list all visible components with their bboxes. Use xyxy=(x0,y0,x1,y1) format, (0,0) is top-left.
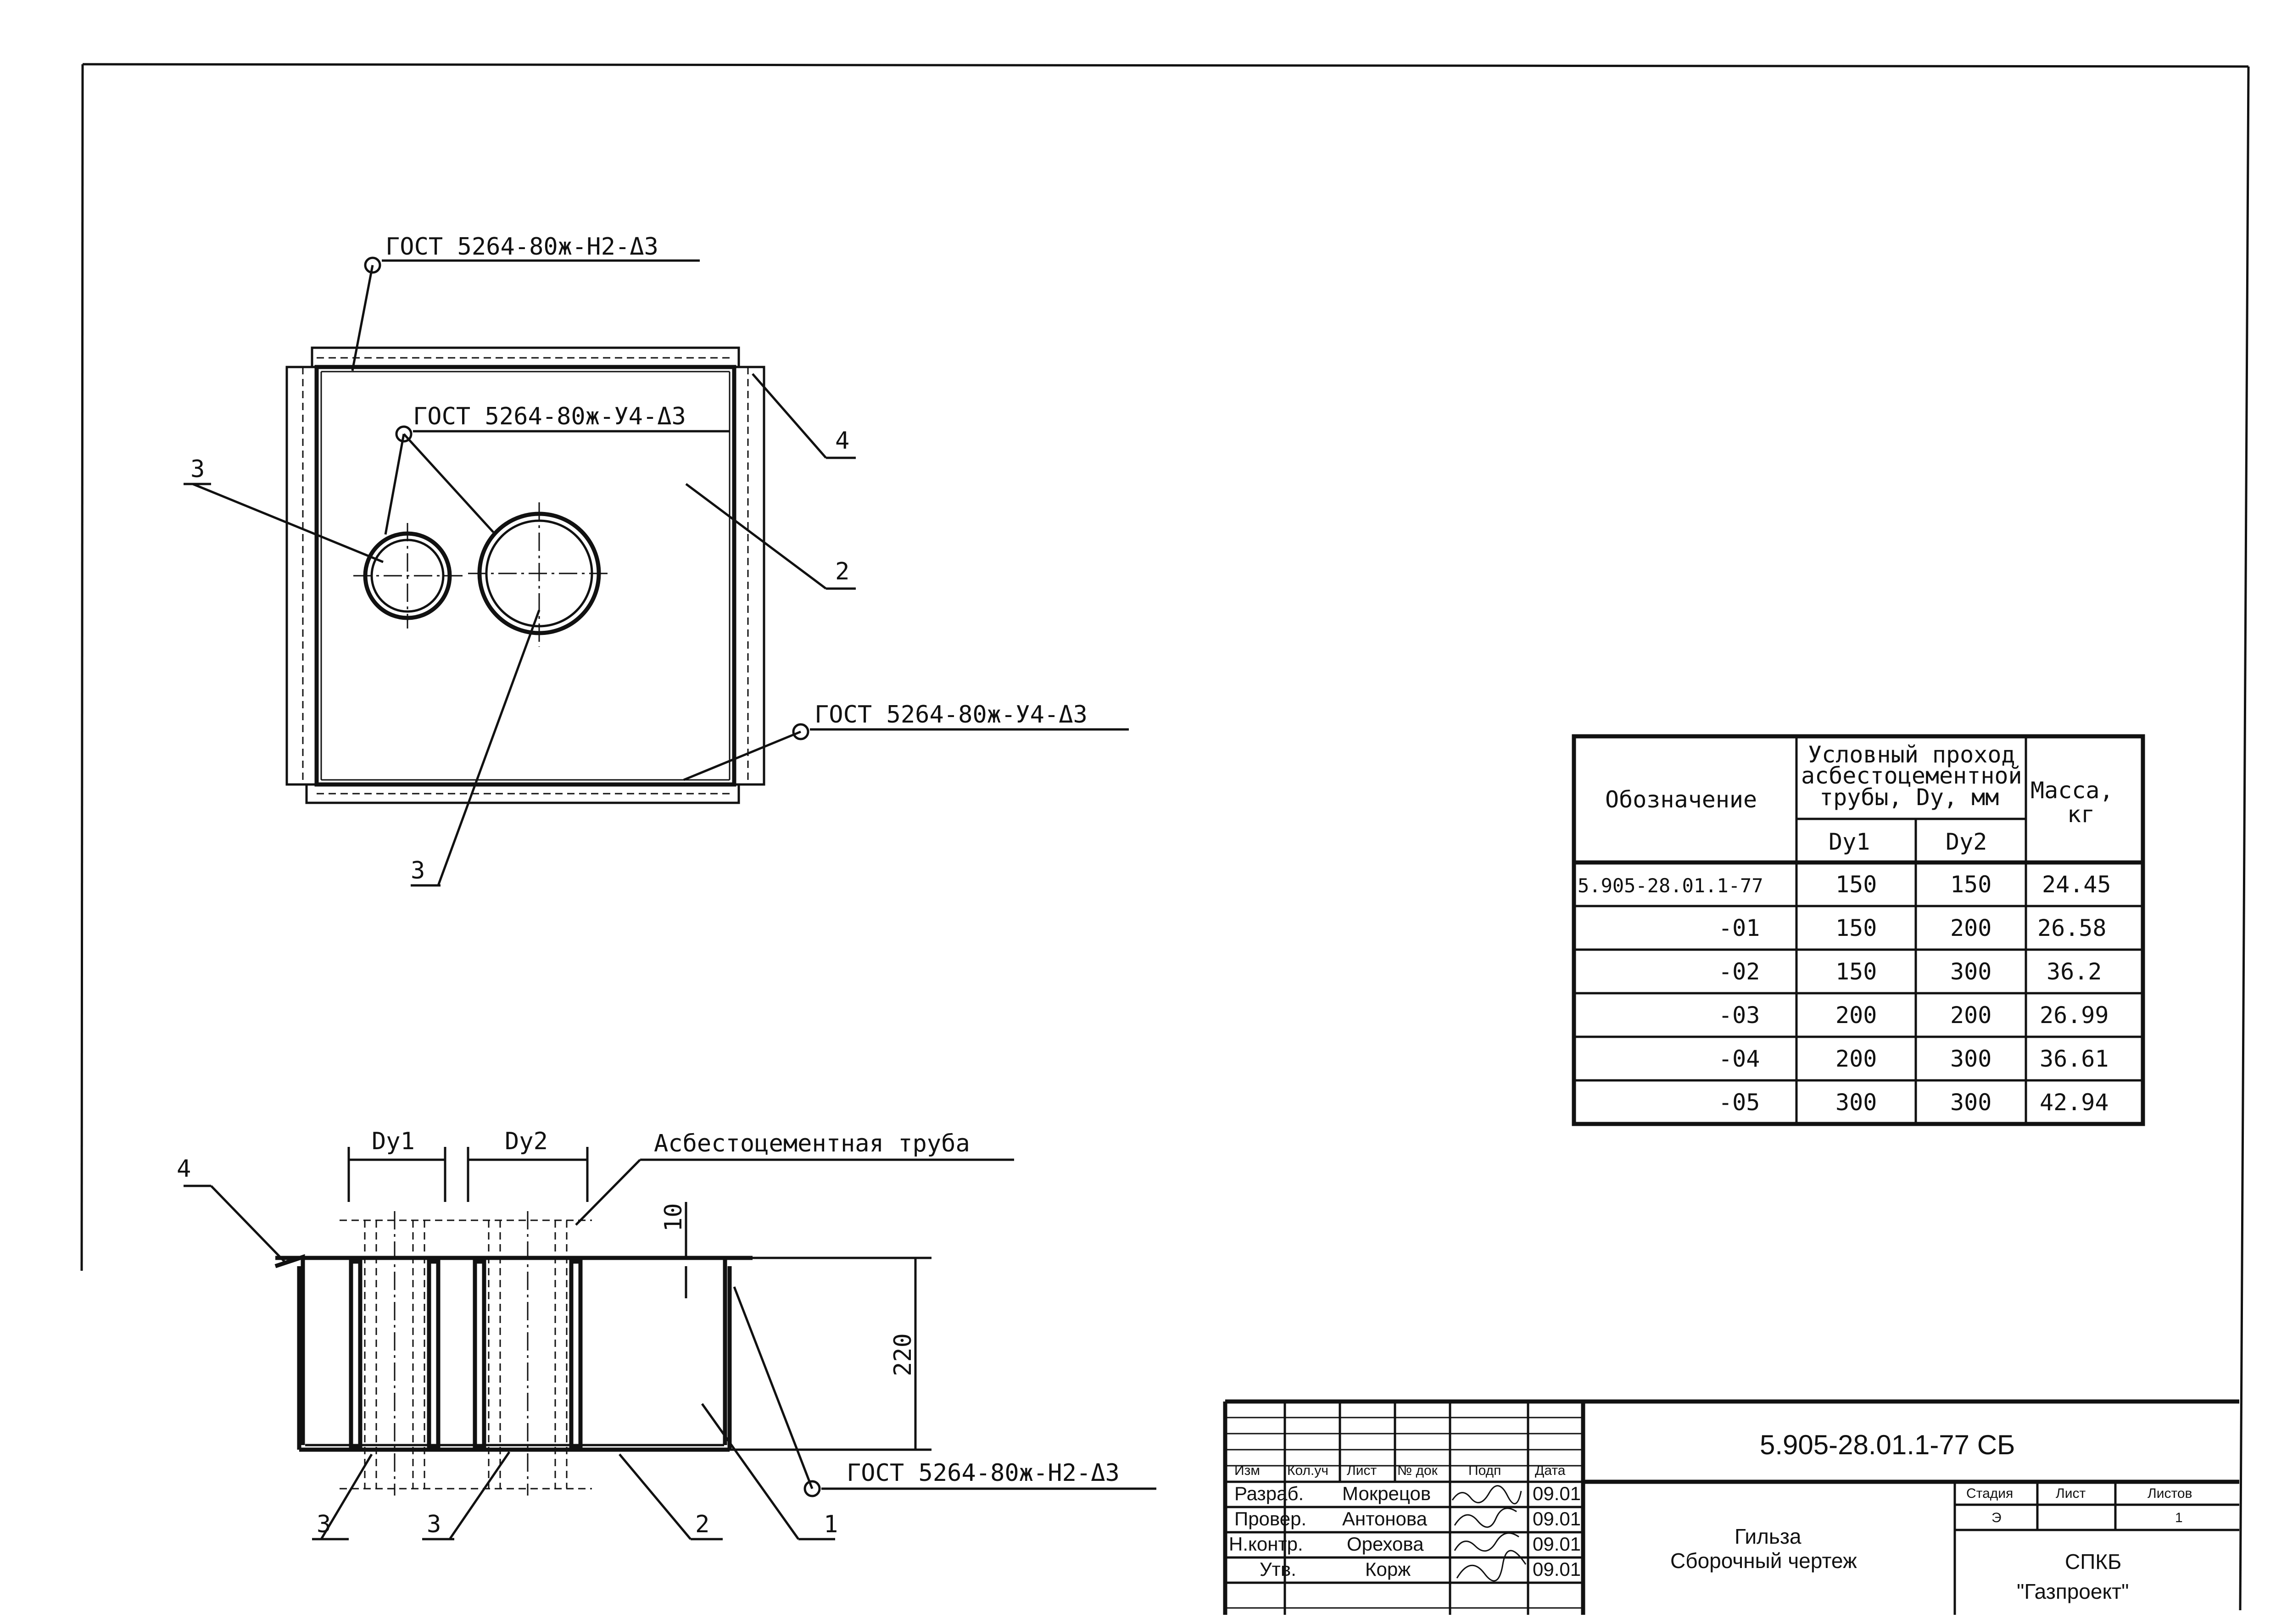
table-row: -02 150 300 36.2 xyxy=(1718,958,2102,985)
cell-mass: 42.94 xyxy=(2040,1089,2109,1116)
drawing-frame xyxy=(80,63,2250,1611)
title-line-2: Сборочный чертеж xyxy=(1670,1549,1857,1573)
cell-dy2: 150 xyxy=(1950,871,1991,898)
name-approved: Корж xyxy=(1365,1558,1411,1580)
cell-dy1: 300 xyxy=(1835,1089,1877,1116)
weld-callout-section: ГОСТ 5264-80ж-Н2-Δ3 xyxy=(847,1459,1120,1487)
col-izm: Изм xyxy=(1234,1463,1260,1478)
sheets-label: Листов xyxy=(2148,1486,2192,1501)
header-dy2: Dу2 xyxy=(1946,829,1987,855)
role-checked: Провер. xyxy=(1234,1508,1306,1529)
header-passage-line2: асбестоцементной xyxy=(1801,762,2022,789)
cell-dy1: 150 xyxy=(1835,915,1877,941)
date-developed: 09.01 xyxy=(1533,1483,1581,1504)
sheet-label: Лист xyxy=(2056,1486,2086,1501)
date-checked: 09.01 xyxy=(1533,1508,1581,1529)
cell-dy2: 300 xyxy=(1950,1046,1991,1072)
signatures xyxy=(1451,1485,1527,1582)
header-dy1: Dу1 xyxy=(1829,829,1870,855)
dim-dy2: Dу2 xyxy=(505,1128,548,1155)
col-ndok: № док xyxy=(1397,1463,1438,1478)
dim-10: 10 xyxy=(660,1203,687,1232)
table-row: -05 300 300 42.94 xyxy=(1718,1089,2109,1116)
cell-designation: 5.905-28.01.1-77 xyxy=(1578,874,1763,897)
section-view: Dу1 Dу2 Асбестоцементная труба 10 220 ГО… xyxy=(177,1128,1156,1541)
cell-mass: 26.99 xyxy=(2040,1002,2109,1029)
name-norm-control: Орехова xyxy=(1347,1533,1424,1555)
date-approved: 09.01 xyxy=(1533,1558,1581,1580)
col-data: Дата xyxy=(1535,1463,1566,1478)
header-passage-line3: трубы, Dу, мм xyxy=(1819,784,1999,811)
organization-line-2: "Газпроект" xyxy=(2017,1580,2129,1603)
position-2-plan: 2 xyxy=(835,558,849,585)
cell-designation: -04 xyxy=(1718,1046,1760,1072)
dim-220: 220 xyxy=(889,1333,917,1376)
role-approved: Утв. xyxy=(1260,1558,1296,1580)
weld-callout-top: ГОСТ 5264-80ж-Н2-Δ3 xyxy=(385,233,658,261)
cell-designation: -03 xyxy=(1718,1002,1760,1029)
position-3-bottom: 3 xyxy=(411,857,425,884)
position-3a-section: 3 xyxy=(317,1511,331,1538)
header-mass-line1: Масса, xyxy=(2030,777,2114,804)
cell-designation: -05 xyxy=(1718,1089,1760,1116)
table-row: 5.905-28.01.1-77 150 150 24.45 xyxy=(1578,871,2111,898)
weld-callout-bottom: ГОСТ 5264-80ж-У4-Δ3 xyxy=(814,701,1088,729)
col-podp: Подп xyxy=(1468,1463,1501,1478)
document-code: 5.905-28.01.1-77 СБ xyxy=(1760,1429,2015,1460)
header-passage-line1: Условный проход xyxy=(1808,741,2015,768)
header-designation: Обозначение xyxy=(1605,786,1757,813)
plan-view: ГОСТ 5264-80ж-Н2-Δ3 ГОСТ 5264-80ж-У4-Δ3 … xyxy=(184,233,1129,887)
cell-dy2: 200 xyxy=(1950,1002,1991,1029)
name-developed: Мокрецов xyxy=(1342,1483,1431,1504)
cell-mass: 36.61 xyxy=(2040,1046,2109,1072)
position-2-section: 2 xyxy=(695,1511,709,1538)
cell-dy1: 200 xyxy=(1835,1002,1877,1029)
title-block: 5.905-28.01.1-77 СБ Изм Кол.уч Лист № до… xyxy=(1223,1399,2239,1615)
cell-dy1: 200 xyxy=(1835,1046,1877,1072)
cell-mass: 24.45 xyxy=(2042,871,2111,898)
role-norm-control: Н.контр. xyxy=(1229,1533,1303,1555)
cell-dy1: 150 xyxy=(1835,958,1877,985)
organization-line-1: СПКБ xyxy=(2065,1550,2121,1574)
cell-designation: -01 xyxy=(1718,915,1760,941)
cell-dy2: 300 xyxy=(1950,958,1991,985)
col-list: Лист xyxy=(1347,1463,1377,1478)
asbestos-pipe-label: Асбестоцементная труба xyxy=(654,1130,970,1157)
position-4-section: 4 xyxy=(177,1155,191,1183)
weld-callout-holes: ГОСТ 5264-80ж-У4-Δ3 xyxy=(413,403,686,430)
cell-mass: 36.2 xyxy=(2047,958,2102,985)
position-4-plan: 4 xyxy=(835,427,849,455)
position-3b-section: 3 xyxy=(427,1511,441,1538)
spec-table: Обозначение Условный проход асбестоцемен… xyxy=(1572,734,2145,1126)
cell-dy2: 300 xyxy=(1950,1089,1991,1116)
stage-value: Э xyxy=(1991,1510,2002,1525)
sheets-value: 1 xyxy=(2175,1510,2183,1525)
position-3-left: 3 xyxy=(190,456,205,483)
cell-dy1: 150 xyxy=(1835,871,1877,898)
dim-dy1: Dу1 xyxy=(372,1128,415,1155)
stage-label: Стадия xyxy=(1966,1486,2013,1501)
table-row: -03 200 200 26.99 xyxy=(1718,1002,2109,1029)
cell-mass: 26.58 xyxy=(2037,915,2107,941)
role-developed: Разраб. xyxy=(1234,1483,1304,1504)
table-row: -04 200 300 36.61 xyxy=(1718,1046,2109,1072)
name-checked: Антонова xyxy=(1342,1508,1428,1529)
position-1-section: 1 xyxy=(824,1511,838,1538)
date-norm-control: 09.01 xyxy=(1533,1533,1581,1555)
title-line-1: Гильза xyxy=(1735,1524,1802,1548)
cell-dy2: 200 xyxy=(1950,915,1991,941)
header-mass-line2: кг xyxy=(2067,801,2095,828)
col-kol: Кол.уч xyxy=(1287,1463,1328,1478)
table-row: -01 150 200 26.58 xyxy=(1718,915,2107,941)
cell-designation: -02 xyxy=(1718,958,1760,985)
